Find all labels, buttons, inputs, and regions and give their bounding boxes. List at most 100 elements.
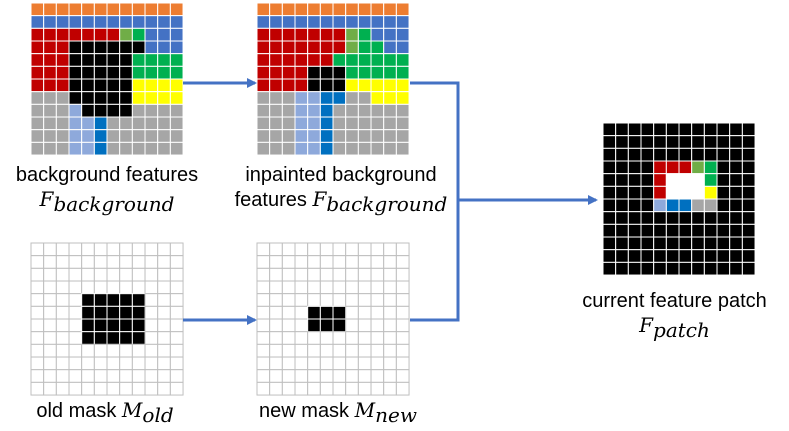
grid-cell bbox=[157, 255, 171, 269]
grid-cell bbox=[119, 40, 133, 55]
background-caption-text: background features bbox=[15, 164, 199, 186]
grid-cell bbox=[281, 15, 296, 29]
grid-cell bbox=[256, 27, 271, 42]
grid-cell bbox=[269, 2, 283, 17]
grid-cell bbox=[395, 305, 410, 320]
grid-cell bbox=[741, 236, 756, 251]
grid-cell bbox=[281, 280, 296, 295]
grid-cell bbox=[256, 116, 271, 131]
grid-cell bbox=[144, 129, 159, 143]
grid-cell bbox=[370, 27, 385, 42]
grid-cell bbox=[716, 135, 731, 149]
background-caption-math: Fbackground bbox=[39, 187, 175, 216]
grid-cell bbox=[169, 242, 184, 257]
grid-cell bbox=[307, 255, 321, 269]
grid-cell bbox=[256, 129, 271, 143]
grid-cell bbox=[81, 331, 95, 345]
grid-cell bbox=[157, 369, 171, 383]
grid-cell bbox=[55, 318, 70, 333]
grid-cell bbox=[307, 280, 321, 295]
grid-cell bbox=[345, 267, 359, 282]
grid-cell bbox=[119, 318, 133, 333]
grid-cell bbox=[131, 91, 146, 105]
grid-cell bbox=[319, 91, 334, 105]
grid-cell bbox=[269, 141, 283, 156]
grid-cell bbox=[144, 27, 159, 42]
grid-cell bbox=[294, 381, 309, 396]
grid-cell bbox=[370, 103, 385, 118]
grid-cell bbox=[716, 185, 731, 200]
grid-cell bbox=[30, 116, 45, 131]
grid-cell bbox=[294, 318, 309, 333]
grid-cell bbox=[345, 255, 359, 269]
grid-cell bbox=[691, 261, 705, 276]
grid-cell bbox=[665, 211, 680, 225]
grid-cell bbox=[144, 91, 159, 105]
grid-cell bbox=[106, 293, 121, 307]
grid-cell bbox=[602, 236, 617, 251]
grid-cell bbox=[119, 242, 133, 257]
grid-cell bbox=[602, 198, 617, 213]
grid-cell bbox=[43, 91, 57, 105]
grid-cell bbox=[43, 331, 57, 345]
grid-cell bbox=[294, 331, 309, 345]
grid-cell bbox=[307, 293, 321, 307]
grid-cell bbox=[281, 293, 296, 307]
grid-cell bbox=[169, 78, 184, 93]
grid-cell bbox=[357, 356, 372, 371]
grid-cell bbox=[106, 280, 121, 295]
grid-cell bbox=[106, 141, 121, 156]
grid-cell bbox=[703, 249, 718, 263]
grid-cell bbox=[345, 116, 359, 131]
grid-cell bbox=[345, 40, 359, 55]
grid-cell bbox=[119, 141, 133, 156]
grid-cell bbox=[627, 198, 642, 213]
grid-cell bbox=[294, 91, 309, 105]
grid-cell bbox=[319, 141, 334, 156]
grid-cell bbox=[55, 65, 70, 80]
grid-cell bbox=[281, 65, 296, 80]
grid-cell bbox=[741, 135, 756, 149]
grid-cell bbox=[55, 293, 70, 307]
grid-cell bbox=[68, 40, 83, 55]
grid-cell bbox=[615, 198, 629, 213]
grid-cell bbox=[131, 103, 146, 118]
grid-cell bbox=[395, 267, 410, 282]
grid-cell bbox=[68, 369, 83, 383]
grid-cell bbox=[319, 15, 334, 29]
grid-cell bbox=[157, 141, 171, 156]
grid-cell bbox=[332, 318, 347, 333]
grid-cell bbox=[307, 103, 321, 118]
grid-cell bbox=[106, 343, 121, 358]
grid-cell bbox=[106, 27, 121, 42]
grid-cell bbox=[30, 129, 45, 143]
grid-cell bbox=[395, 331, 410, 345]
grid-cell bbox=[157, 103, 171, 118]
grid-cell bbox=[615, 160, 629, 175]
grid-cell bbox=[345, 318, 359, 333]
grid-cell bbox=[157, 331, 171, 345]
grid-cell bbox=[106, 103, 121, 118]
grid-cell bbox=[144, 53, 159, 67]
grid-cell bbox=[678, 261, 693, 276]
grid-cell bbox=[627, 173, 642, 187]
grid-cell bbox=[691, 135, 705, 149]
grid-cell bbox=[395, 103, 410, 118]
grid-cell bbox=[345, 381, 359, 396]
grid-cell bbox=[68, 116, 83, 131]
grid-cell bbox=[627, 261, 642, 276]
grid-cell bbox=[269, 27, 283, 42]
grid-cell bbox=[615, 173, 629, 187]
grid-cell bbox=[269, 78, 283, 93]
grid-cell bbox=[332, 15, 347, 29]
grid-cell bbox=[319, 305, 334, 320]
grid-cell bbox=[256, 53, 271, 67]
grid-cell bbox=[43, 305, 57, 320]
grid-cell bbox=[615, 135, 629, 149]
grid-cell bbox=[93, 15, 108, 29]
grid-cell bbox=[703, 261, 718, 276]
grid-cell bbox=[383, 40, 397, 55]
grid-cell bbox=[81, 27, 95, 42]
grid-cell bbox=[627, 185, 642, 200]
grid-cell bbox=[131, 356, 146, 371]
